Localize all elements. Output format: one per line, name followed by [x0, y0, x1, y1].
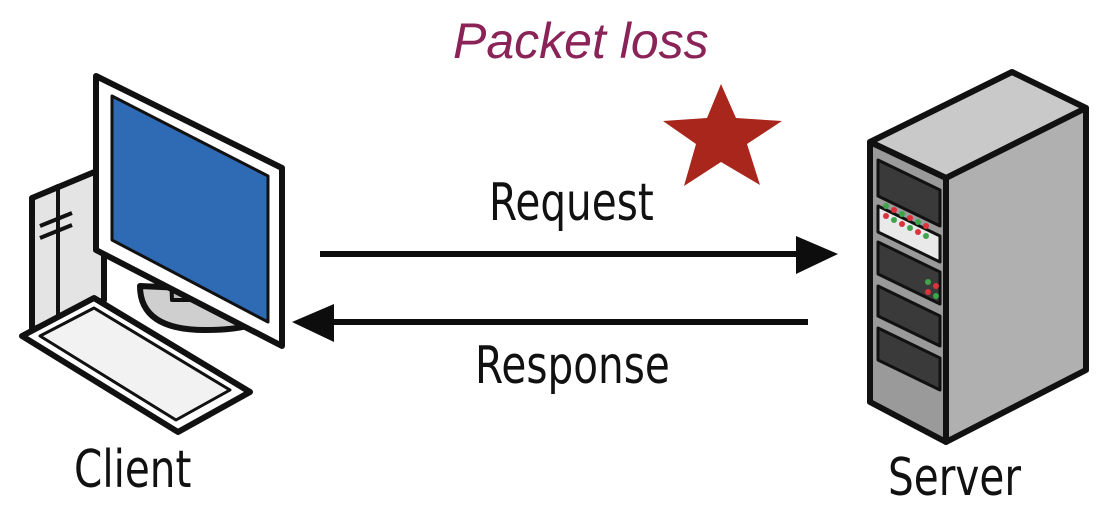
request-label: Request — [489, 173, 654, 233]
server-tower-icon — [867, 69, 1089, 445]
star-icon — [663, 84, 782, 186]
client-label: Client — [74, 440, 192, 500]
response-arrow — [292, 304, 808, 342]
client-screen — [110, 94, 270, 324]
request-arrow — [320, 236, 838, 274]
server-status-lights — [883, 203, 939, 299]
response-label: Response — [475, 336, 670, 396]
server-label: Server — [888, 448, 1022, 508]
packet-loss-label: Packet loss — [453, 13, 709, 69]
client-computer-icon — [19, 73, 285, 435]
